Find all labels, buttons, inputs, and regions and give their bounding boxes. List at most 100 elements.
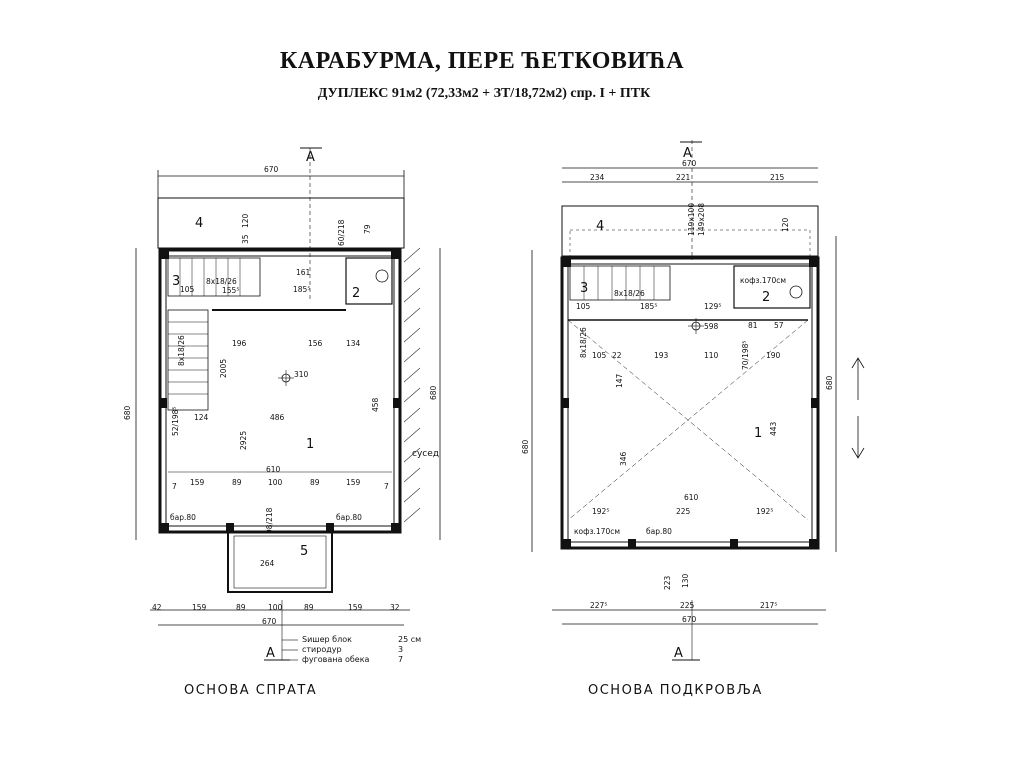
note-98-218: 98/218	[265, 507, 274, 534]
room-1-label: 1	[306, 437, 314, 452]
rdim-1925a: 192⁵	[592, 507, 609, 516]
side-dim-left-right: 680	[521, 439, 530, 454]
section-mark-bottom-right: A	[674, 646, 683, 661]
note-stairs-a: 8x18/26	[206, 277, 237, 286]
dim-2005: 2005	[219, 359, 228, 378]
tdim-1: 221	[676, 173, 691, 182]
rdim-57: 57	[774, 321, 784, 330]
bdim-0: 42	[152, 603, 162, 612]
bdim-4: 89	[304, 603, 314, 612]
dim-35: 35	[241, 234, 250, 244]
bdim-1: 159	[192, 603, 207, 612]
legend-value-2: 7	[398, 655, 403, 664]
side-dim-right-right: 680	[825, 375, 834, 390]
rdim-346: 346	[619, 451, 628, 466]
dim-458: 458	[371, 397, 380, 412]
room-5-label: 5	[300, 544, 308, 559]
rdim-105b: 105	[592, 351, 607, 360]
top-total: 670	[682, 159, 697, 168]
section-mark-top: A	[306, 150, 315, 165]
bdim-6: 32	[390, 603, 400, 612]
rbdim-0: 227⁵	[590, 601, 607, 610]
rdim-130: 130	[681, 573, 690, 588]
room-4-label: 4	[195, 216, 203, 231]
dim-159b: 159	[346, 478, 361, 487]
room-2-label-right: 2	[762, 290, 770, 305]
caption-first-floor: ОСНОВА СПРАТА	[184, 683, 317, 698]
dim-79: 79	[363, 224, 372, 234]
dim-196: 196	[232, 339, 247, 348]
page-subtitle: ДУПЛЕКС 91м2 (72,33м2 + ЗТ/18,72м2) спр.…	[317, 86, 651, 101]
rdim-223: 223	[663, 575, 672, 590]
dim-120: 120	[241, 213, 250, 228]
dim-2925: 2925	[239, 431, 248, 450]
note-52-1985: 52/198⁵	[171, 407, 180, 436]
side-dim-right: 680	[429, 385, 438, 400]
rnote-kofz-a: кофз.170см	[740, 276, 786, 285]
rbdim-2: 217⁵	[760, 601, 777, 610]
dim-100: 100	[268, 478, 283, 487]
rdim-22: 22	[612, 351, 622, 360]
bdim-3: 100	[268, 603, 283, 612]
dim-105: 105	[180, 285, 195, 294]
dim-486: 486	[270, 413, 285, 422]
dim-156: 156	[308, 339, 323, 348]
wall-legend: Ѕишер блок 25 см стиродур 3 фуговaна обе…	[282, 635, 421, 664]
rdim-225: 225	[676, 507, 691, 516]
rdim-105: 105	[576, 302, 591, 311]
room-1-label-right: 1	[754, 426, 762, 441]
room-3-label-right: 3	[580, 281, 588, 296]
rdim-1925b: 192⁵	[756, 507, 773, 516]
legend-value-0: 25 см	[398, 635, 421, 644]
rnote-stairs-b: 8x18/26	[579, 327, 588, 358]
room-4-label-right: 4	[596, 219, 604, 234]
legend-label-0: Ѕишер блок	[302, 635, 352, 644]
rnote-119x100: 119x100	[687, 203, 696, 236]
dim-610: 610	[266, 465, 281, 474]
neighbor-label: сусед	[412, 449, 439, 459]
rdim-190: 190	[766, 351, 781, 360]
dim-89a: 89	[232, 478, 242, 487]
bottom-total: 670	[262, 617, 277, 626]
rdim-1295: 129⁵	[704, 302, 721, 311]
rdim-443: 443	[769, 421, 778, 436]
plan-attic: 670 234 221 215 A 4 3 2	[521, 140, 865, 698]
note-bar80-b: бар.80	[336, 513, 362, 522]
room-2-label: 2	[352, 286, 360, 301]
dim-264: 264	[260, 559, 275, 568]
rnote-stairs-a: 8x18/26	[614, 289, 645, 298]
dim-7a: 7	[172, 482, 177, 491]
rdim-1855: 185⁵	[640, 302, 657, 311]
page-title: КАРАБУРМА, ПЕРЕ ЋЕТКОВИЋА	[279, 48, 685, 74]
dim-1855: 185⁵	[293, 285, 310, 294]
elevation-label: 310	[294, 370, 309, 379]
caption-attic: ОСНОВА ПОДКРОВЉА	[588, 683, 763, 698]
rdim-147: 147	[615, 373, 624, 388]
top-dim: 670	[264, 165, 279, 174]
legend-value-1: 3	[398, 645, 403, 654]
dim-134: 134	[346, 339, 361, 348]
bdim-2: 89	[236, 603, 246, 612]
legend-label-2: фуговaна обека	[302, 655, 370, 664]
dim-89b: 89	[310, 478, 320, 487]
rnote-70-1985: 70/198⁵	[741, 341, 750, 370]
rdim-610: 610	[684, 493, 699, 502]
side-dim-left: 680	[123, 405, 132, 420]
tdim-0: 234	[590, 173, 605, 182]
room-3-label: 3	[172, 274, 180, 289]
rdim-110: 110	[704, 351, 719, 360]
dim-159a: 159	[190, 478, 205, 487]
rnote-kofz-b: кофз.170см	[574, 527, 620, 536]
section-mark-bottom: A	[266, 646, 275, 661]
plan-first-floor: 670 A 4 сусед	[123, 147, 441, 698]
tdim-2: 215	[770, 173, 785, 182]
section-mark-top-right: A	[683, 146, 692, 161]
bdim-5: 159	[348, 603, 363, 612]
rbdim-1: 225	[680, 601, 695, 610]
dim-161: 161	[296, 268, 311, 277]
rnote-bar80: бар.80	[646, 527, 672, 536]
note-bar80-a: бар.80	[170, 513, 196, 522]
legend-label-1: стиродур	[302, 645, 342, 654]
note-60-218: 60/218	[337, 219, 346, 246]
